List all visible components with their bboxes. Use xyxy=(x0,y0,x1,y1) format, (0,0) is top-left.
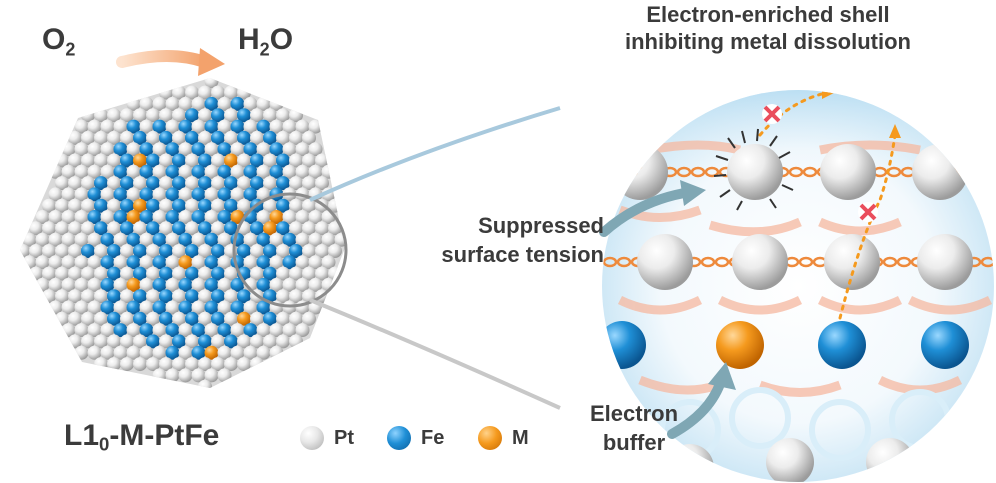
fe-atom-icon xyxy=(387,426,411,450)
shell-title: Electron-enriched shell inhibiting metal… xyxy=(578,3,958,53)
np-atom xyxy=(250,357,264,371)
pt-atom-icon xyxy=(300,426,324,450)
np-atom xyxy=(198,380,212,394)
np-atom xyxy=(94,357,108,371)
chain-link xyxy=(986,168,996,176)
blocked-cross-top xyxy=(762,104,782,124)
np-atom xyxy=(107,357,121,371)
tension-label: Suppressed surface tension xyxy=(392,214,604,266)
np-atom xyxy=(270,346,284,360)
catalyst-name: L10-M-PtFe xyxy=(64,420,219,452)
reaction-arrowhead xyxy=(198,48,225,76)
blocked-cross-right xyxy=(858,202,878,222)
chain-link xyxy=(622,168,634,176)
reactant-label: O2 xyxy=(42,24,75,56)
legend-item-m: M xyxy=(478,426,529,450)
np-atom xyxy=(153,368,167,382)
np-atom xyxy=(133,357,147,371)
chain-link xyxy=(972,168,984,176)
zoom-connector-bottom xyxy=(310,300,560,408)
np-atom xyxy=(218,368,232,382)
np-atom xyxy=(289,334,303,348)
legend-item-fe: Fe xyxy=(387,426,444,450)
legend-item-pt: Pt xyxy=(300,426,354,450)
np-atom xyxy=(179,368,193,382)
np-atom xyxy=(120,357,134,371)
buffer-label: Electron buffer xyxy=(584,402,684,454)
m-atom-icon xyxy=(478,426,502,450)
np-atom xyxy=(237,357,251,371)
nanoparticle xyxy=(16,74,349,393)
reaction-arrow xyxy=(122,56,205,62)
chain-link xyxy=(594,168,606,176)
chain-link xyxy=(608,168,620,176)
np-atom xyxy=(166,368,180,382)
chain-link xyxy=(958,168,970,176)
zoom-connector-top xyxy=(310,108,560,200)
np-atom xyxy=(75,346,89,360)
product-label: H2O xyxy=(238,24,293,56)
